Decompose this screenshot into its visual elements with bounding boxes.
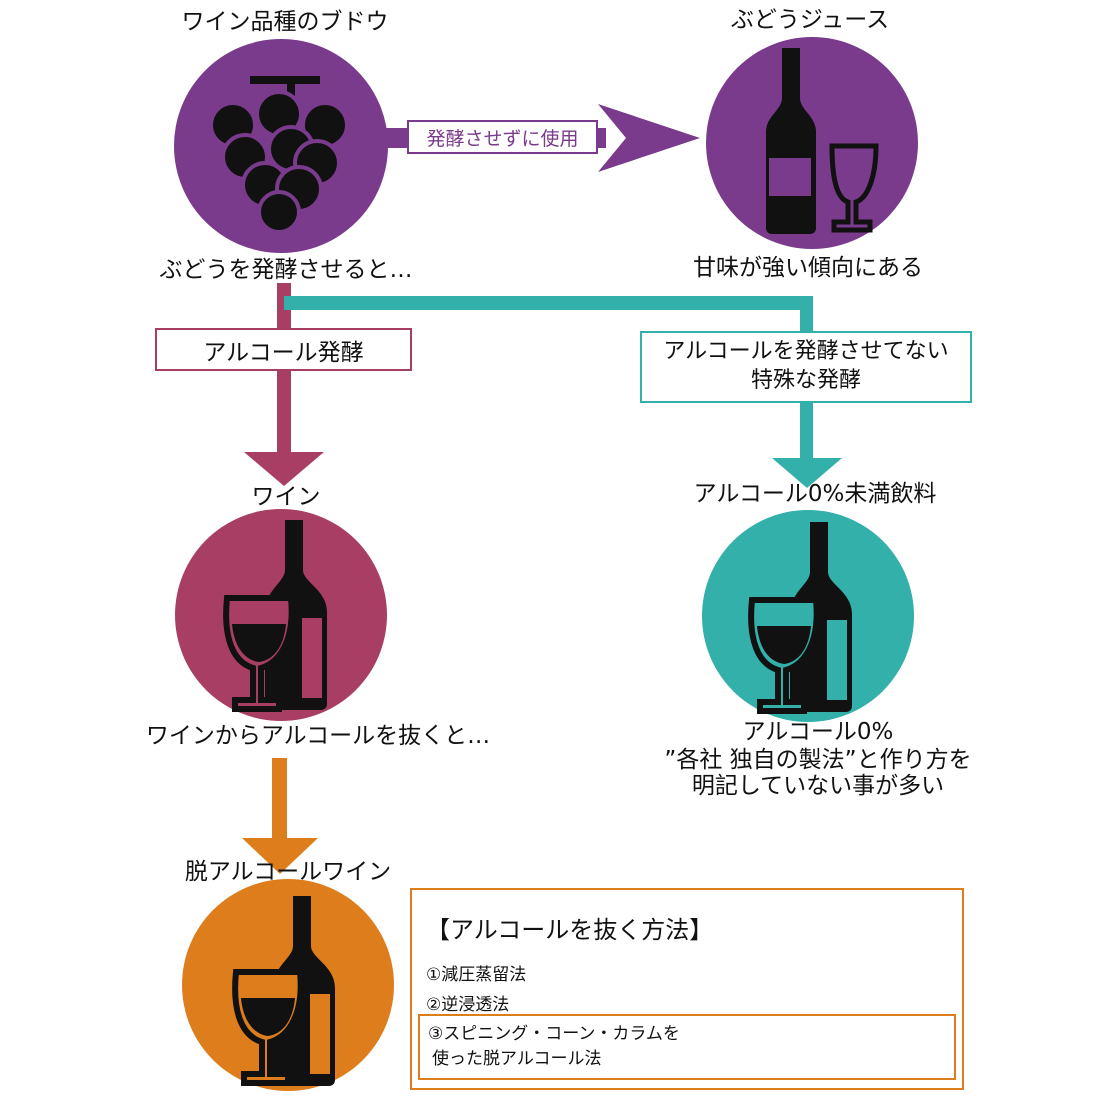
zero-caption-1: アルコール0% bbox=[742, 719, 894, 745]
wine-bottle-glass-icon bbox=[748, 522, 852, 714]
wine-bottle-glass-icon bbox=[232, 896, 335, 1086]
juice-title: ぶどうジュース bbox=[730, 7, 890, 33]
special-ferment-box: アルコールを発酵させてない 特殊な発酵 bbox=[640, 331, 972, 403]
alcohol-ferment-box: アルコール発酵 bbox=[155, 328, 412, 371]
grape-caption: ぶどうを発酵させると… bbox=[159, 257, 413, 283]
special-ferment-line-1: アルコールを発酵させてない bbox=[663, 339, 949, 365]
connector-red bbox=[244, 283, 324, 486]
method-item-3-box: ③スピニング・コーン・カラムを 使った脱アルコール法 bbox=[418, 1014, 956, 1080]
method-item-1: ①減圧蒸留法 bbox=[426, 965, 527, 985]
method-item-3: ③スピニング・コーン・カラムを 使った脱アルコール法 bbox=[428, 1022, 680, 1071]
method-item-2: ②逆浸透法 bbox=[426, 995, 510, 1015]
bottle-glass-icon bbox=[766, 48, 879, 234]
juice-caption: 甘味が強い傾向にある bbox=[693, 255, 923, 281]
no-ferment-label: 発酵させずに使用 bbox=[407, 120, 598, 154]
dealc-title: 脱アルコールワイン bbox=[184, 859, 392, 885]
grape-title: ワイン品種のブドウ bbox=[181, 9, 389, 35]
wine-bottle-glass-icon bbox=[223, 520, 327, 712]
method-item-3-line-1: ③スピニング・コーン・カラムを bbox=[428, 1024, 680, 1044]
methods-title: 【アルコールを抜く方法】 bbox=[426, 916, 714, 944]
method-item-3-line-2: 使った脱アルコール法 bbox=[432, 1048, 602, 1069]
methods-box: 【アルコールを抜く方法】 ①減圧蒸留法 ②逆浸透法 ③スピニング・コーン・カラム… bbox=[410, 888, 964, 1090]
grape-icon bbox=[209, 76, 349, 234]
zero-caption-3: 明記していない事が多い bbox=[691, 773, 945, 799]
pierre-zero-tag: ピエール・ゼロは③ bbox=[760, 1032, 912, 1052]
zero-caption-2: ”各社 独自の製法”と作り方を bbox=[664, 747, 972, 773]
wine-caption: ワインからアルコールを抜くと… bbox=[145, 723, 491, 749]
zero-title: アルコール0%未満飲料 bbox=[693, 481, 937, 507]
wine-title: ワイン bbox=[251, 484, 321, 510]
special-ferment-line-2: 特殊な発酵 bbox=[750, 368, 861, 393]
